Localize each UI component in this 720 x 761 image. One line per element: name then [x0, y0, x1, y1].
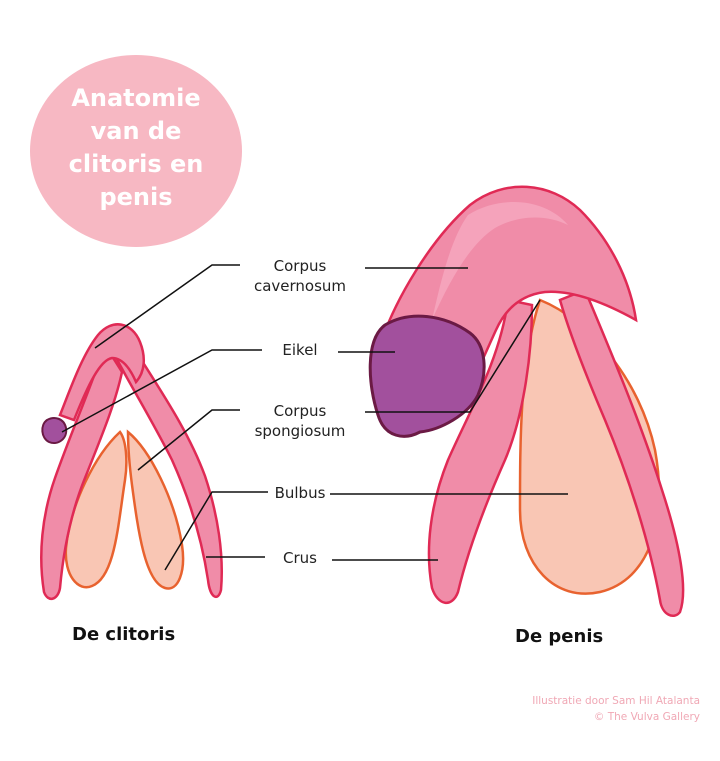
credit-line-1: Illustratie door Sam Hil Atalanta — [532, 695, 700, 707]
clitoris-crus-left — [40, 342, 124, 600]
clitoris-crus-right — [110, 343, 224, 599]
leader-corpus-spongiosum-right — [365, 299, 541, 413]
clitoris-bulbus-right — [126, 429, 185, 590]
label-corpus-cavernosum: Corpus cavernosum — [253, 257, 347, 295]
label-corpus-spongiosum: Corpus spongiosum — [254, 402, 346, 440]
penis-bulbus — [518, 298, 661, 595]
clitoris-corpus-cavernosum — [58, 323, 145, 422]
leader-bulbus-left — [164, 491, 268, 571]
caption-penis: De penis — [515, 626, 604, 647]
caption-clitoris: De clitoris — [72, 624, 176, 645]
diagram-title: Anatomie van de clitoris en penis — [68, 84, 204, 211]
leader-corpus-cavernosum-left — [94, 264, 240, 349]
label-eikel: Eikel — [282, 341, 318, 359]
penis-corpus-spongiosum — [432, 202, 568, 320]
leader-eikel-left — [61, 349, 262, 433]
penis-eikel — [368, 314, 486, 438]
label-crus: Crus — [283, 549, 317, 567]
leader-lines — [61, 264, 568, 571]
leader-corpus-spongiosum-left — [137, 409, 240, 471]
title-badge — [30, 55, 242, 247]
label-bulbus: Bulbus — [274, 484, 326, 502]
penis-crus-left — [427, 298, 534, 604]
clitoris-illustration — [40, 323, 224, 600]
clitoris-eikel — [41, 417, 68, 444]
penis-crus-right — [558, 288, 685, 617]
credit-line-2: © The Vulva Gallery — [593, 711, 700, 723]
penis-illustration — [368, 185, 685, 617]
